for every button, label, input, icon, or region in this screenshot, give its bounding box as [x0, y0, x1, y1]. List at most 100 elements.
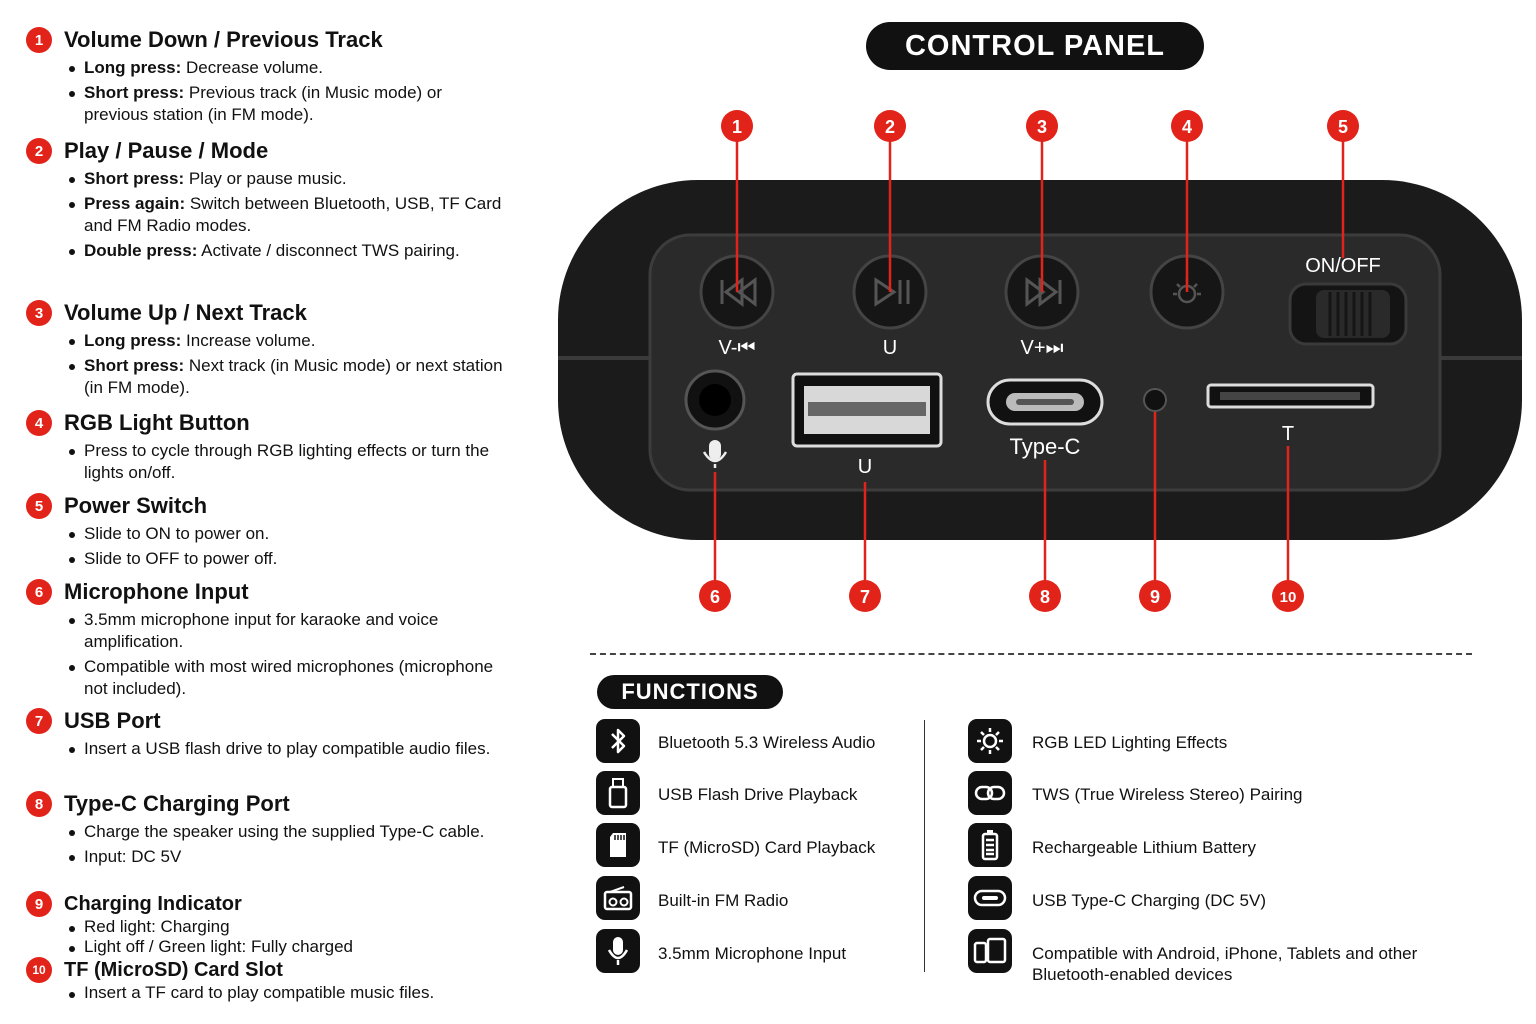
- svg-text:4: 4: [1182, 117, 1192, 137]
- usb-drive-icon: [596, 771, 640, 815]
- type-c-icon: [968, 876, 1012, 920]
- number-badge: 3: [26, 300, 52, 326]
- functions-divider: [924, 720, 925, 972]
- section-3: 3 Volume Up / Next Track Long press: Incr…: [26, 300, 506, 402]
- section-title: USB Port: [64, 708, 161, 733]
- bullet: Press to cycle through RGB lighting effe…: [69, 440, 506, 484]
- svg-text:9: 9: [1150, 587, 1160, 607]
- device-diagram: V-⏮ U V+⏭ ON/OFF U Type-C T 1 2 3 4 5 6 …: [558, 110, 1522, 612]
- tf-card-slot[interactable]: [1206, 383, 1375, 409]
- callout-4: 4: [1171, 110, 1203, 142]
- type-c-port[interactable]: [986, 378, 1104, 426]
- svg-text:5: 5: [1338, 117, 1348, 137]
- svg-text:2: 2: [885, 117, 895, 137]
- bullet: Insert a TF card to play compatible musi…: [69, 983, 506, 1003]
- label-tf: T: [1282, 423, 1294, 445]
- callout-lines: [713, 140, 1345, 582]
- functions-title: FUNCTIONS: [597, 675, 783, 709]
- bullet: Slide to ON to power on.: [69, 523, 506, 545]
- usb-port[interactable]: [791, 372, 943, 448]
- devices-icon: [968, 929, 1012, 973]
- bullet: Input: DC 5V: [69, 846, 506, 868]
- callout-8: 8: [1029, 580, 1061, 612]
- function-label: USB Flash Drive Playback: [658, 785, 858, 804]
- bullet: Red light: Charging: [69, 917, 506, 937]
- label-typec: Type-C: [1010, 434, 1081, 459]
- section-8: 8 Type-C Charging Port Charge the speaker…: [26, 791, 506, 871]
- section-title: Microphone Input: [64, 579, 249, 604]
- bullet: Short press: Next track (in Music mode) …: [69, 355, 506, 399]
- battery-icon: [968, 823, 1012, 867]
- function-label: TF (MicroSD) Card Playback: [658, 838, 876, 857]
- function-label: Bluetooth 5.3 Wireless Audio: [658, 733, 876, 752]
- section-title: Volume Up / Next Track: [64, 300, 307, 325]
- callout-3: 3: [1026, 110, 1058, 142]
- section-2: 2 Play / Pause / Mode Short press: Play o…: [26, 138, 506, 265]
- bullet: Double press: Activate / disconnect TWS …: [69, 240, 506, 262]
- section-title: TF (MicroSD) Card Slot: [64, 958, 283, 981]
- bullet: Compatible with most wired microphones (…: [69, 656, 506, 700]
- number-badge: 2: [26, 138, 52, 164]
- sd-card-icon: [596, 823, 640, 867]
- label-usb: U: [858, 456, 872, 478]
- microphone-icon: [596, 929, 640, 973]
- section-title: Type-C Charging Port: [64, 791, 290, 816]
- section-title: Volume Down / Previous Track: [64, 27, 383, 52]
- section-10: 10 TF (MicroSD) Card Slot Insert a TF car…: [26, 957, 506, 1003]
- radio-icon: [596, 876, 640, 920]
- svg-text:3: 3: [1037, 117, 1047, 137]
- callout-2: 2: [874, 110, 906, 142]
- callout-5: 5: [1327, 110, 1359, 142]
- section-title: RGB Light Button: [64, 410, 250, 435]
- callout-7: 7: [849, 580, 881, 612]
- function-label: Rechargeable Lithium Battery: [1032, 838, 1256, 857]
- bullet: Long press: Decrease volume.: [69, 57, 506, 79]
- section-title: Power Switch: [64, 493, 208, 518]
- bullet: Long press: Increase volume.: [69, 330, 506, 352]
- section-title: Charging Indicator: [64, 892, 242, 915]
- number-badge: 9: [26, 891, 52, 917]
- section-7: 7 USB Port Insert a USB flash drive to pl…: [26, 708, 506, 763]
- bullet: Charge the speaker using the supplied Ty…: [69, 821, 506, 843]
- charging-indicator: [1143, 388, 1167, 412]
- sun-icon: [968, 719, 1012, 763]
- bullet: Light off / Green light: Fully charged: [69, 937, 506, 957]
- function-label: 3.5mm Microphone Input: [658, 944, 847, 963]
- bullet: Short press: Play or pause music.: [69, 168, 506, 190]
- bullet: Slide to OFF to power off.: [69, 548, 506, 570]
- svg-text:8: 8: [1040, 587, 1050, 607]
- microphone-jack[interactable]: [684, 369, 746, 431]
- bullet: Insert a USB flash drive to play compati…: [69, 738, 506, 760]
- number-badge: 10: [26, 957, 52, 983]
- callout-10: 10: [1272, 580, 1304, 612]
- section-1: 1 Volume Down / Previous Track Long press…: [26, 27, 506, 129]
- dashed-divider: [590, 653, 1472, 655]
- callout-1: 1: [721, 110, 753, 142]
- bluetooth-icon: [596, 719, 640, 763]
- label-onoff: ON/OFF: [1305, 255, 1381, 277]
- svg-text:10: 10: [1280, 589, 1297, 606]
- number-badge: 4: [26, 410, 52, 436]
- svg-text:1: 1: [732, 117, 742, 137]
- section-6: 6 Microphone Input 3.5mm microphone input…: [26, 579, 506, 703]
- link-icon: [968, 771, 1012, 815]
- number-badge: 7: [26, 708, 52, 734]
- callout-6: 6: [699, 580, 731, 612]
- number-badge: 5: [26, 493, 52, 519]
- bullet: 3.5mm microphone input for karaoke and v…: [69, 609, 506, 653]
- number-badge: 8: [26, 791, 52, 817]
- function-label: RGB LED Lighting Effects: [1032, 733, 1228, 752]
- section-5: 5 Power Switch Slide to ON to power on. S…: [26, 493, 506, 573]
- function-label: Compatible with Android, iPhone, Tablets…: [1032, 944, 1418, 984]
- section-title: Play / Pause / Mode: [64, 138, 269, 163]
- function-label: Built-in FM Radio: [658, 891, 789, 910]
- section-4: 4 RGB Light Button Press to cycle through…: [26, 410, 506, 487]
- number-badge: 1: [26, 27, 52, 53]
- svg-text:7: 7: [860, 587, 870, 607]
- number-badge: 6: [26, 579, 52, 605]
- function-label: USB Type-C Charging (DC 5V): [1032, 891, 1266, 910]
- bullet: Short press: Previous track (in Music mo…: [69, 82, 506, 126]
- bullet: Press again: Switch between Bluetooth, U…: [69, 193, 506, 237]
- power-switch[interactable]: [1288, 282, 1408, 346]
